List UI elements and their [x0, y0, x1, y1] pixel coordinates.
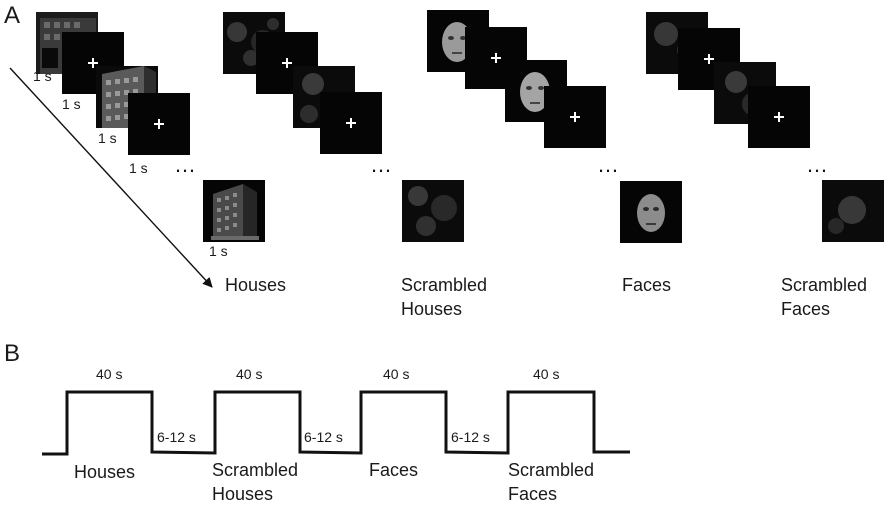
block-duration-label: 40 s — [236, 366, 263, 382]
face-image — [620, 181, 682, 243]
duration-label: 1 s — [98, 130, 117, 146]
house-image — [203, 180, 265, 242]
block-label-faces: Faces — [369, 460, 419, 480]
scrambled-face-image — [822, 180, 884, 242]
ellipsis: … — [370, 152, 394, 177]
fixation-cross — [320, 92, 382, 154]
scrambled-house-image — [402, 180, 464, 242]
rest-duration-label: 6-12 s — [304, 429, 343, 445]
duration-label: 1 s — [129, 160, 148, 176]
duration-label: 1 s — [209, 243, 228, 259]
block-duration-label: 40 s — [96, 366, 123, 382]
panel-label-a: A — [4, 2, 21, 29]
ellipsis: … — [174, 152, 198, 177]
rest-duration-label: 6-12 s — [451, 429, 490, 445]
condition-label-scrambled-faces: Scrambled Faces — [781, 275, 868, 319]
panel-label-b: B — [4, 340, 21, 367]
block-duration-label: 40 s — [533, 366, 560, 382]
condition-label-faces: Faces — [622, 275, 672, 295]
fixation-cross — [748, 86, 810, 148]
duration-label: 1 s — [33, 68, 52, 84]
fixation-cross — [544, 86, 606, 148]
condition-label-scrambled-houses: Scrambled Houses — [401, 275, 488, 319]
block-duration-label: 40 s — [383, 366, 410, 382]
ellipsis: … — [806, 152, 830, 177]
block-label-houses: Houses — [74, 462, 136, 482]
ellipsis: … — [597, 152, 621, 177]
block-label-scrambled-faces: Scrambled Faces — [508, 460, 595, 504]
fixation-cross — [128, 93, 190, 155]
rest-duration-label: 6-12 s — [157, 429, 196, 445]
duration-label: 1 s — [62, 96, 81, 112]
block-label-scrambled-houses: Scrambled Houses — [212, 460, 299, 504]
condition-label-houses: Houses — [225, 275, 287, 295]
